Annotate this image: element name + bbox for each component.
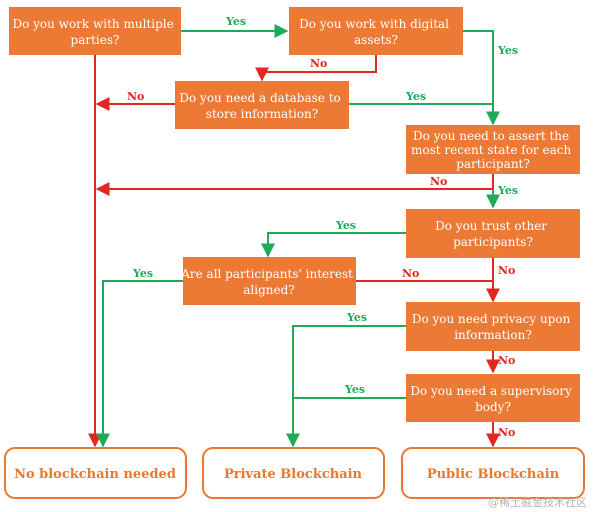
node-q4-label: Do you need to assert the most recent st… [411, 129, 575, 171]
edge-q3-q4-yes-label: Yes [405, 90, 426, 103]
node-q5-label: Do you trust other participants? [435, 219, 551, 249]
outcome-no-blockchain-label: No blockchain needed [14, 467, 176, 482]
edge-q5-q6-yes-label: Yes [335, 219, 356, 232]
edge-q8-public-no-label: No [498, 426, 515, 439]
outcome-public-blockchain: Public Blockchain [401, 447, 585, 499]
edge-q5-q7-no-label: No [498, 264, 515, 277]
node-q3: Do you need a database to store informat… [175, 81, 349, 129]
edge-q6-none-yes [96, 280, 183, 448]
edge-q4-none-no-label: No [430, 175, 447, 188]
outcome-private-blockchain: Private Blockchain [202, 447, 385, 499]
node-q2: Do you work with digital assets? [289, 7, 463, 55]
edge-q7-private-yes-label: Yes [346, 311, 367, 324]
node-q7-label: Do you need privacy upon information? [412, 312, 574, 342]
edge-q1-q2-yes-label: Yes [225, 15, 246, 28]
edge-q2-q4-yes-label: Yes [497, 44, 518, 57]
outcome-private-blockchain-label: Private Blockchain [224, 467, 363, 482]
node-q5: Do you trust other participants? [406, 209, 580, 258]
watermark: @稀土掘金技术社区 [488, 496, 587, 509]
node-q1: Do you work with multiple parties? [9, 7, 181, 55]
node-q6: Are all participants' interest aligned? [180, 257, 357, 305]
edge-q6-q7-no-label: No [402, 267, 419, 280]
node-q8: Do you need a supervisory body? [406, 374, 580, 422]
outcome-public-blockchain-label: Public Blockchain [427, 467, 560, 482]
edge-q3-none-no-label: No [127, 90, 144, 103]
edge-q5-q6-yes [261, 232, 406, 258]
outcome-no-blockchain: No blockchain needed [4, 447, 187, 499]
edge-q7-private-yes [286, 325, 406, 448]
node-q4: Do you need to assert the most recent st… [406, 125, 580, 174]
edge-q4-q5-yes-label: Yes [497, 184, 518, 197]
node-q2-label: Do you work with digital assets? [299, 17, 453, 47]
edge-q2-q3-no-label: No [310, 57, 327, 70]
edge-q2-q3-no [255, 55, 377, 82]
edge-q2-q4-yes [463, 30, 500, 126]
node-q1-label: Do you work with multiple parties? [12, 17, 177, 47]
edge-q8-private-yes-label: Yes [344, 383, 365, 396]
edge-q6-none-yes-label: Yes [132, 267, 153, 280]
node-q3-label: Do you need a database to store informat… [179, 91, 344, 121]
node-q7: Do you need privacy upon information? [406, 302, 580, 351]
edge-q7-q8-no-label: No [498, 354, 515, 367]
node-q8-label: Do you need a supervisory body? [410, 384, 575, 414]
node-q6-label: Are all participants' interest aligned? [180, 267, 357, 297]
